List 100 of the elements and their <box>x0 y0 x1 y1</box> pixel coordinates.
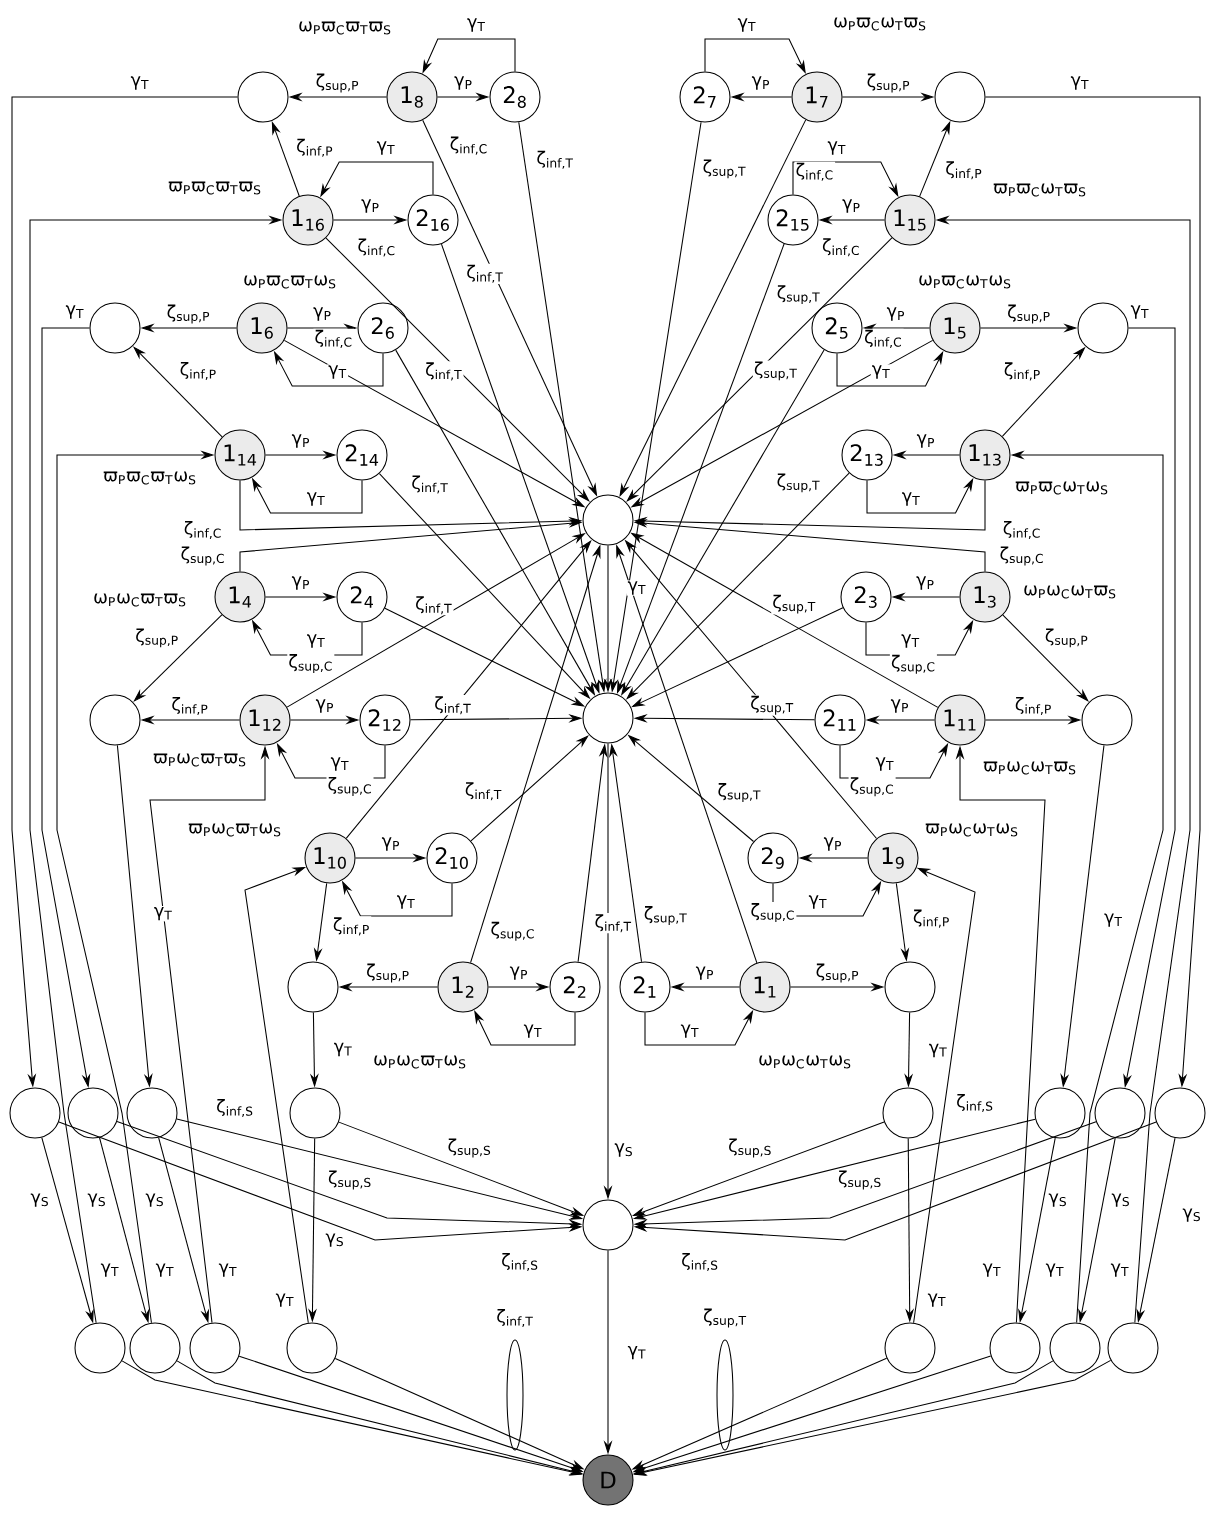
rate-label: ζ$_{inf,C}$ <box>313 328 354 349</box>
rate-label: ζ$_{inf,T}$ <box>535 149 575 170</box>
rate-label: γ$_{T}$ <box>900 491 922 507</box>
rate-label: ζ$_{sup,T}$ <box>749 694 796 716</box>
rate-label: γ$_{T}$ <box>129 75 151 91</box>
rate-label: γ$_{P}$ <box>889 698 911 714</box>
state-condition: ω$_{P}$ϖ$_{C}$ϖ$_{T}$ω$_{S}$ <box>244 275 336 289</box>
rate-label: ζ$_{sup,P}$ <box>1006 303 1052 325</box>
rate-label: γ$_{S}$ <box>324 1232 346 1248</box>
rate-label: γ$_{T}$ <box>465 17 487 33</box>
rate-label: γ$_{T}$ <box>522 1023 544 1039</box>
rate-label: ζ$_{sup,P}$ <box>165 303 212 325</box>
rate-label: γ$_{T}$ <box>626 580 648 596</box>
rate-label: ζ$_{sup,C}$ <box>326 775 374 797</box>
rate-label: ζ$_{inf,P}$ <box>331 916 372 937</box>
rate-label: ζ$_{sup,S}$ <box>326 1169 374 1191</box>
transition-arrow <box>913 867 976 1324</box>
rate-label: ζ$_{inf,P}$ <box>1013 695 1054 717</box>
rate-label: ζ$_{sup,T}$ <box>716 782 763 803</box>
state-circle <box>129 1322 181 1374</box>
rate-label: ζ$_{inf,T}$ <box>463 781 504 802</box>
rate-label: γ$_{T}$ <box>900 633 922 649</box>
rate-label: γ$_{T}$ <box>807 894 829 910</box>
rate-label: γ$_{T}$ <box>826 140 848 156</box>
transition-arrow <box>325 237 590 502</box>
rate-label: γ$_{S}$ <box>1181 1207 1203 1223</box>
state-circle <box>237 71 289 123</box>
rate-label: γ$_{P}$ <box>822 836 844 852</box>
rate-label: γ$_{P}$ <box>290 433 312 449</box>
state-circle <box>934 71 986 123</box>
state-condition: ω$_{P}$ω$_{C}$ϖ$_{T}$ω$_{S}$ <box>374 1055 466 1069</box>
rate-label: ζ$_{sup,T}$ <box>752 360 799 382</box>
rate-label: γ$_{P}$ <box>885 306 907 322</box>
state-condition: ϖ$_{P}$ϖ$_{C}$ω$_{T}$ω$_{S}$ <box>1015 481 1108 495</box>
state-circle <box>1034 1087 1086 1139</box>
rate-label: γ$_{P}$ <box>750 75 772 91</box>
rate-label: γ$_{P}$ <box>694 965 716 981</box>
state-circle <box>1077 302 1129 354</box>
state-circle <box>1107 1322 1159 1374</box>
state-circle <box>89 694 141 746</box>
rate-label: ζ$_{inf,C}$ <box>863 328 904 349</box>
transition-arrow <box>470 735 589 842</box>
rate-label: ζ$_{sup,P}$ <box>314 72 361 94</box>
rate-label: ζ$_{inf,C}$ <box>1001 519 1043 541</box>
rate-label: γ$_{T}$ <box>1069 75 1091 91</box>
rate-label: ζ$_{sup,T}$ <box>642 905 689 926</box>
rate-label: γ$_{P}$ <box>312 306 333 322</box>
rate-label: γ$_{T}$ <box>874 756 896 772</box>
rate-label: γ$_{T}$ <box>736 17 758 33</box>
state-condition: ϖ$_{P}$ϖ$_{C}$ω$_{T}$ϖ$_{S}$ <box>993 183 1086 197</box>
rate-label: γ$_{S}$ <box>613 1142 635 1158</box>
rate-label: γ$_{T}$ <box>305 633 327 649</box>
rate-label: γ$_{P}$ <box>314 698 336 714</box>
state-circle <box>74 1322 126 1374</box>
state-circle <box>884 1322 936 1374</box>
rate-label: ζ$_{sup,T}$ <box>775 472 822 494</box>
state-circle <box>9 1087 61 1139</box>
rate-label: ζ$_{inf,P}$ <box>1002 361 1043 382</box>
state-circle <box>1049 1322 1101 1374</box>
state-condition: ϖ$_{P}$ω$_{C}$ω$_{T}$ω$_{S}$ <box>925 823 1018 837</box>
state-condition: ϖ$_{P}$ϖ$_{C}$ϖ$_{T}$ϖ$_{S}$ <box>168 181 261 195</box>
rate-label: ζ$_{inf,C}$ <box>794 161 836 182</box>
state-condition: ω$_{P}$ω$_{C}$ϖ$_{T}$ϖ$_{S}$ <box>94 593 186 607</box>
rate-label: γ$_{T}$ <box>981 1262 1003 1278</box>
rate-label: ζ$_{inf,C}$ <box>182 519 224 541</box>
rate-label: γ$_{T}$ <box>274 1292 296 1308</box>
rate-label: γ$_{T}$ <box>305 491 327 507</box>
transition-arrow <box>244 867 309 1324</box>
state-circle <box>89 302 141 354</box>
rate-label: γ$_{T}$ <box>1109 1262 1131 1278</box>
state-circle <box>286 1322 338 1374</box>
rate-label: ζ$_{sup,P}$ <box>1043 627 1090 649</box>
rate-label: ζ$_{sup,C}$ <box>998 545 1046 567</box>
rate-label: γ$_{T}$ <box>679 1023 701 1039</box>
rate-label: ζ$_{inf,P}$ <box>170 695 210 717</box>
rate-label: ζ$_{inf,P}$ <box>944 160 984 181</box>
rate-label: ζ$_{inf,T}$ <box>497 1308 533 1328</box>
state-circle <box>126 1087 178 1139</box>
rate-label: γ$_{P}$ <box>841 198 862 214</box>
state-circle <box>1081 694 1133 746</box>
state-condition: ϖ$_{P}$ω$_{C}$ϖ$_{T}$ϖ$_{S}$ <box>153 753 246 767</box>
rate-label: γ$_{P}$ <box>360 198 381 214</box>
rate-label: ζ$_{sup,C}$ <box>179 545 227 567</box>
rate-label: γ$_{T}$ <box>99 1262 121 1278</box>
state-condition: ϖ$_{P}$ω$_{C}$ω$_{T}$ϖ$_{S}$ <box>983 761 1076 775</box>
transition-arrow <box>626 237 893 502</box>
state-circle <box>1094 1087 1146 1139</box>
rate-label: ζ$_{sup,P}$ <box>865 72 912 94</box>
rate-label: ζ$_{inf,S}$ <box>955 1092 995 1114</box>
state-condition: ω$_{P}$ϖ$_{C}$ϖ$_{T}$ϖ$_{S}$ <box>299 21 391 35</box>
rate-label: γ$_{T}$ <box>1044 1262 1066 1278</box>
rate-label: ζ$_{inf,T}$ <box>414 595 454 616</box>
rate-label: ζ$_{sup,P}$ <box>814 962 861 984</box>
rate-label: γ$_{P}$ <box>915 575 936 591</box>
rate-label: ζ$_{inf,P}$ <box>295 137 335 158</box>
rate-label: γ$_{T}$ <box>327 364 349 380</box>
rate-label: ζ$_{inf,C}$ <box>820 237 862 258</box>
rate-label: ζ$_{sup,T}$ <box>701 158 748 180</box>
rate-label: ζ$_{inf,S}$ <box>215 1097 255 1119</box>
rate-label: γ$_{T}$ <box>927 1042 949 1059</box>
